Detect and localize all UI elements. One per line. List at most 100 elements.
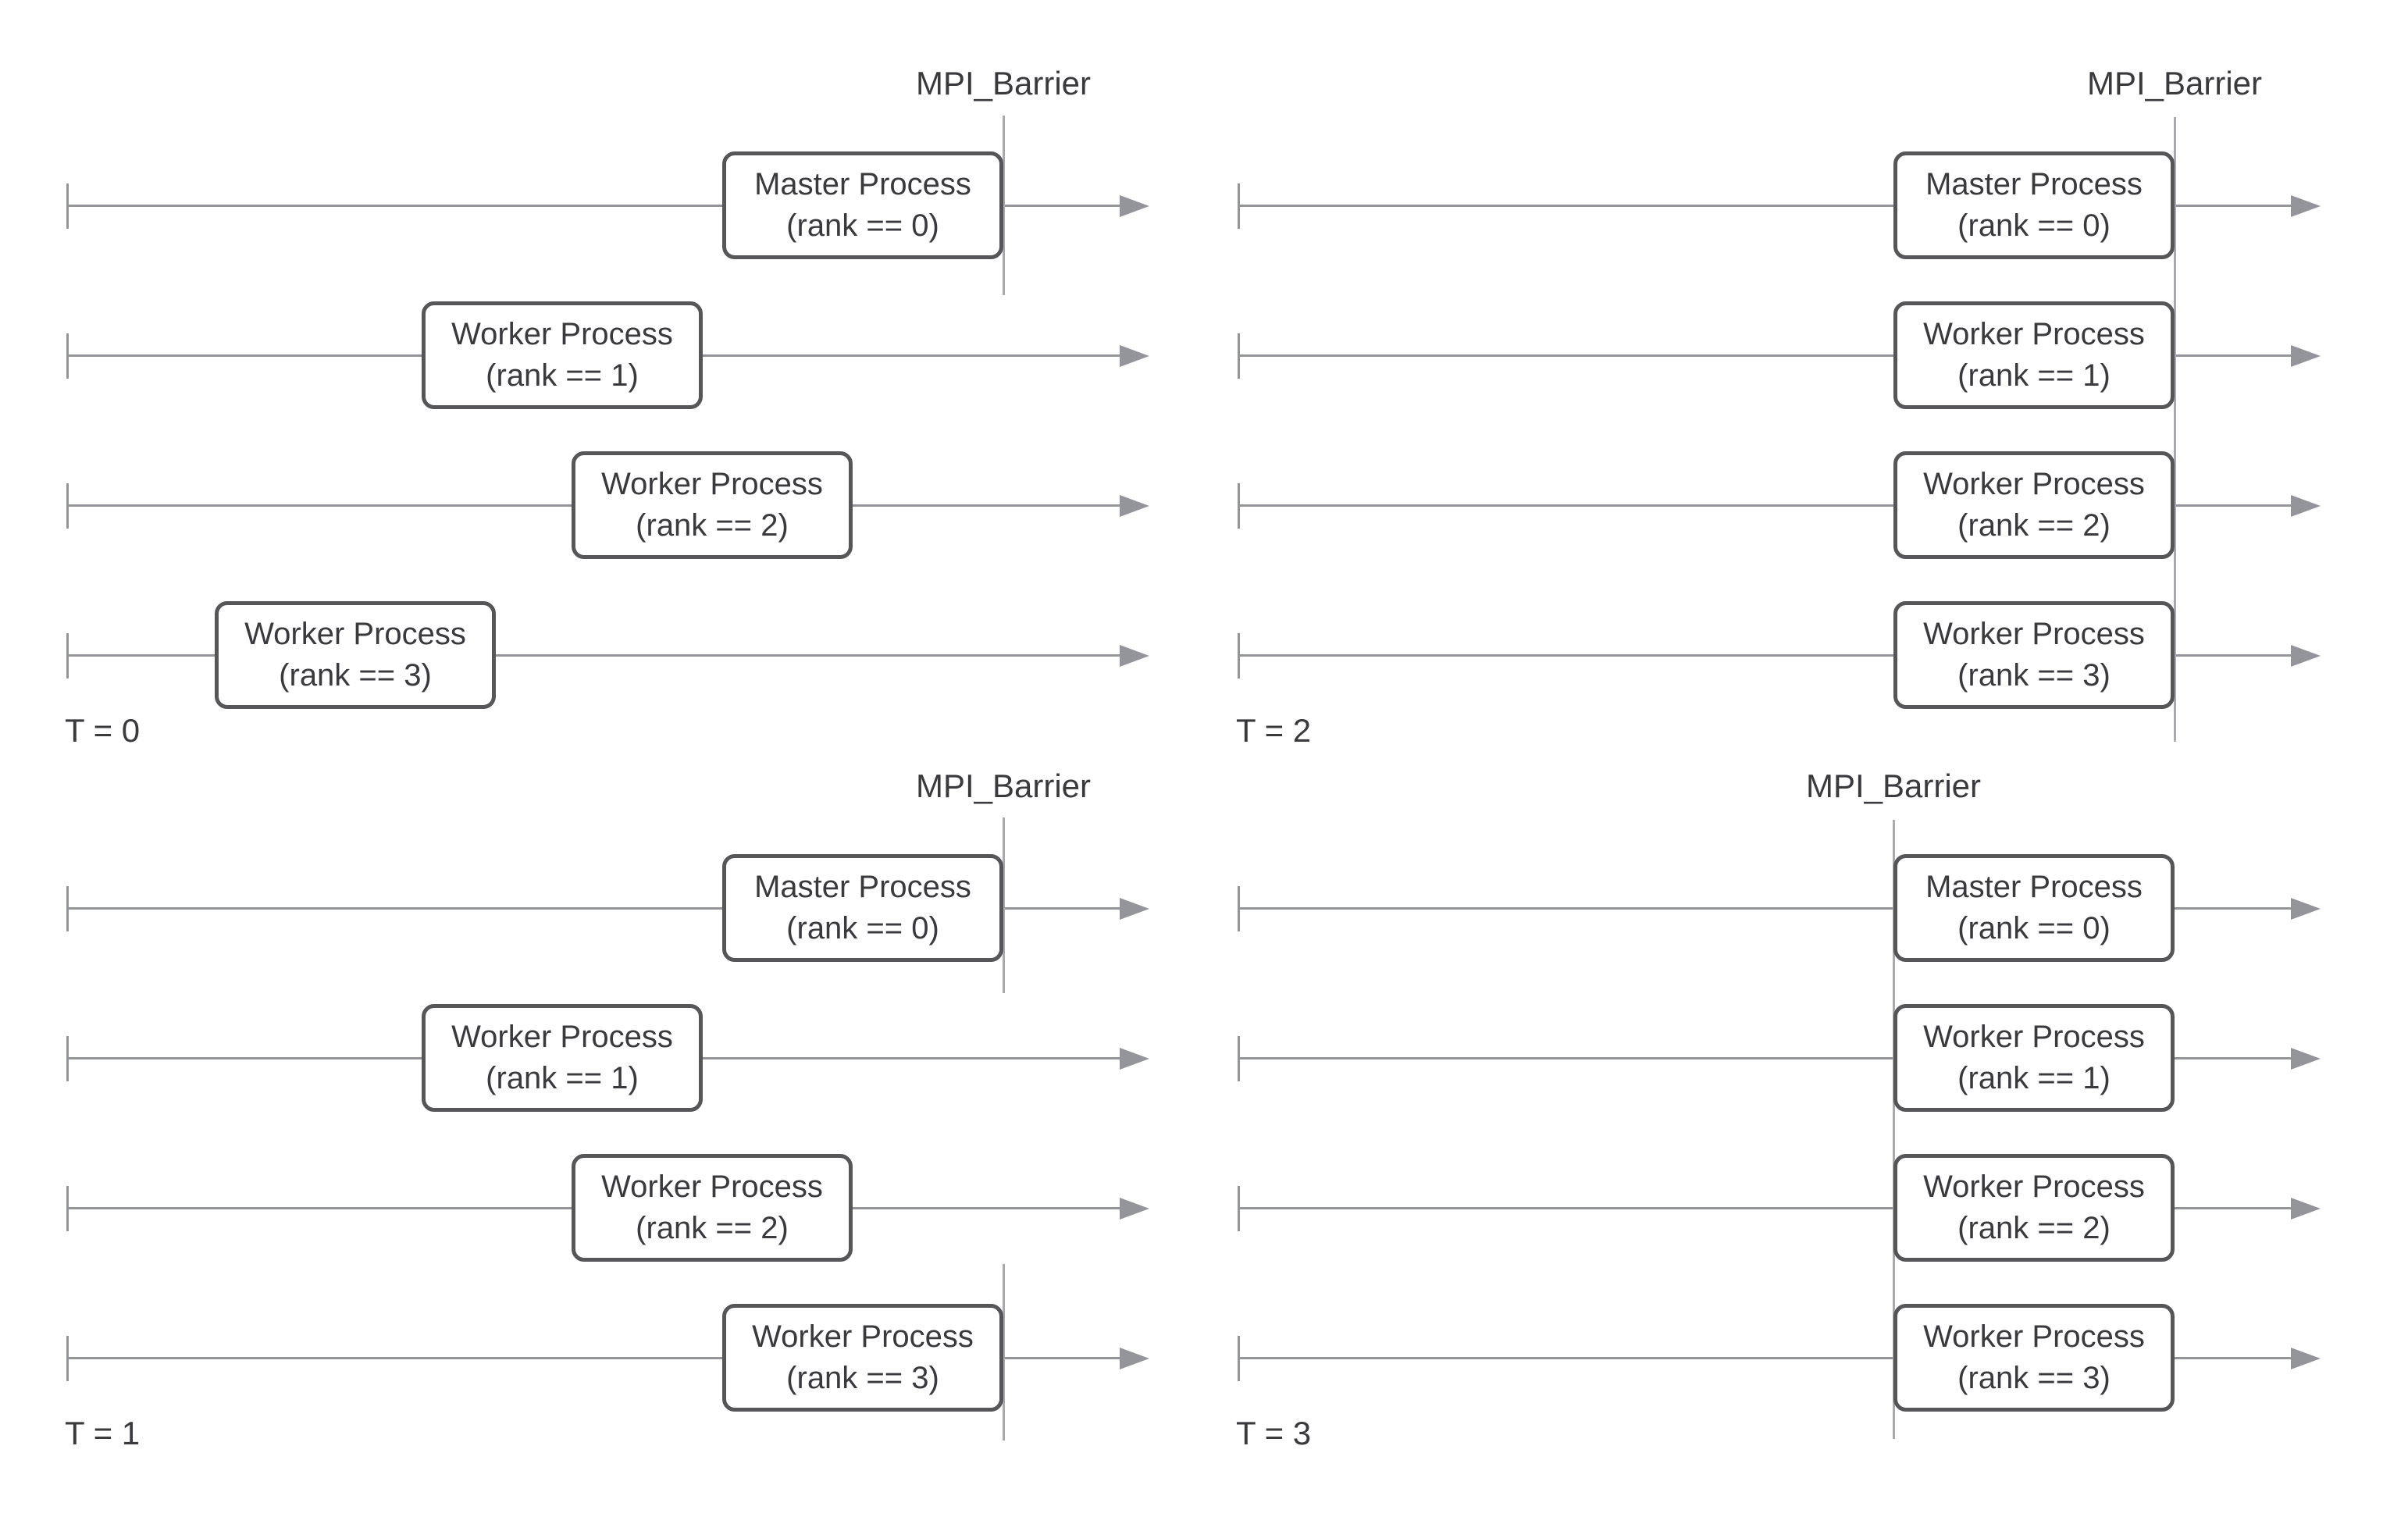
- process-box-title: Worker Process: [451, 1020, 673, 1054]
- timeline-start-tick: [66, 333, 69, 379]
- timeline: [1238, 907, 2296, 910]
- process-box-subtitle: (rank == 3): [1957, 658, 2111, 693]
- timeline-start-tick: [66, 183, 69, 229]
- process-box: Worker Process(rank == 2): [572, 451, 853, 559]
- process-box-title: Worker Process: [1923, 1170, 2145, 1204]
- process-box-subtitle: (rank == 0): [786, 208, 939, 243]
- arrowhead-icon: [1120, 898, 1149, 920]
- timeline: [67, 1357, 1124, 1359]
- process-box-title: Worker Process: [1923, 467, 2145, 501]
- timeline: [1238, 205, 2296, 207]
- timeline: [1238, 654, 2296, 657]
- process-box: Worker Process (rank == 3): [1893, 1304, 2175, 1412]
- process-box: Master Process (rank == 0): [1893, 854, 2175, 962]
- timeline: [67, 907, 1124, 910]
- process-box-title: Worker Process: [1923, 617, 2145, 651]
- timeline-start-tick: [66, 1036, 69, 1081]
- timeline-start-tick: [66, 633, 69, 678]
- arrowhead-icon: [1120, 345, 1149, 367]
- barrier-label: MPI_Barrier: [915, 65, 1092, 101]
- process-box-subtitle: (rank == 1): [486, 358, 639, 393]
- arrowhead-icon: [1120, 645, 1149, 667]
- barrier-line: [1003, 817, 1005, 993]
- process-box: Worker Process (rank == 3): [215, 601, 496, 709]
- process-box-title: Master Process: [754, 167, 971, 201]
- arrowhead-icon: [1120, 1198, 1149, 1220]
- process-box-title: Worker Process: [1923, 1020, 2145, 1054]
- process-box-subtitle: (rank == 0): [786, 911, 939, 945]
- timeline-start-tick: [66, 483, 69, 529]
- barrier-line: [1893, 820, 1895, 1439]
- timeline: [67, 205, 1124, 207]
- timeline: [1238, 1207, 2296, 1209]
- timeline-start-tick: [66, 886, 69, 931]
- arrowhead-icon: [1120, 1348, 1149, 1369]
- process-box: Worker Process (rank == 1): [422, 301, 703, 409]
- process-box-title: Worker Process: [752, 1319, 974, 1354]
- timeline: [1238, 1057, 2296, 1059]
- timeline-start-tick: [1238, 333, 1240, 379]
- arrowhead-icon: [2291, 195, 2321, 217]
- time-label: T = 2: [1236, 712, 1312, 749]
- process-box-title: Master Process: [754, 870, 971, 904]
- arrowhead-icon: [1120, 195, 1149, 217]
- process-box-title: Worker Process: [244, 617, 466, 651]
- barrier-label: MPI_Barrier: [2086, 65, 2263, 101]
- process-box-subtitle: (rank == 3): [279, 658, 432, 693]
- process-box-subtitle: (rank == 2): [1957, 508, 2111, 543]
- timeline-start-tick: [1238, 1336, 1240, 1381]
- process-box-title: Master Process: [1925, 870, 2143, 904]
- process-box-title: Worker Process: [1923, 317, 2145, 351]
- process-box-subtitle: (rank == 1): [1957, 358, 2111, 393]
- time-label: T = 3: [1236, 1415, 1312, 1451]
- process-box-subtitle: (rank == 3): [786, 1361, 939, 1395]
- process-box-subtitle: (rank == 0): [1957, 208, 2111, 243]
- process-box: Master Process (rank == 0): [1893, 151, 2175, 259]
- arrowhead-icon: [1120, 1048, 1149, 1070]
- process-box-subtitle: (rank == 2): [636, 1211, 789, 1245]
- timeline-start-tick: [1238, 483, 1240, 529]
- timeline: [67, 654, 1124, 657]
- process-box-title: Worker Process: [451, 317, 673, 351]
- process-box-title: Master Process: [1925, 167, 2143, 201]
- arrowhead-icon: [2291, 495, 2321, 517]
- arrowhead-icon: [2291, 1198, 2321, 1220]
- timeline-start-tick: [1238, 886, 1240, 931]
- process-box: Worker Process (rank == 2): [572, 1154, 853, 1262]
- arrowhead-icon: [2291, 645, 2321, 667]
- time-label: T = 0: [65, 712, 141, 749]
- timeline-start-tick: [1238, 1186, 1240, 1231]
- timeline-start-tick: [1238, 633, 1240, 678]
- barrier-line: [2174, 117, 2176, 742]
- process-box: Worker Process (rank == 1): [1893, 1004, 2175, 1112]
- process-box: Worker Process (rank == 2): [1893, 451, 2175, 559]
- timeline-start-tick: [1238, 1036, 1240, 1081]
- timeline: [1238, 1357, 2296, 1359]
- barrier-label: MPI_Barrier: [915, 767, 1092, 804]
- arrowhead-icon: [2291, 1048, 2321, 1070]
- process-box: Master Process (rank == 0): [722, 151, 1003, 259]
- timeline-start-tick: [66, 1186, 69, 1231]
- barrier-line: [1003, 1264, 1005, 1440]
- process-box-subtitle: (rank == 3): [1957, 1361, 2111, 1395]
- process-box: Worker Process(rank == 2): [1893, 1154, 2175, 1262]
- process-box-subtitle: (rank == 0): [1957, 911, 2111, 945]
- process-box-subtitle: (rank == 2): [636, 508, 789, 543]
- arrowhead-icon: [2291, 898, 2321, 920]
- arrowhead-icon: [2291, 1348, 2321, 1369]
- process-box: Master Process (rank == 0): [722, 854, 1003, 962]
- timeline: [1238, 504, 2296, 507]
- timeline: [1238, 354, 2296, 357]
- process-box-subtitle: (rank == 1): [1957, 1061, 2111, 1095]
- process-box: Worker Process(rank == 1): [422, 1004, 703, 1112]
- arrowhead-icon: [1120, 495, 1149, 517]
- process-box-title: Worker Process: [601, 1170, 823, 1204]
- timeline-start-tick: [1238, 183, 1240, 229]
- process-box: Worker Process (rank == 3): [722, 1304, 1003, 1412]
- process-box-title: Worker Process: [1923, 1319, 2145, 1354]
- time-label: T = 1: [65, 1415, 141, 1451]
